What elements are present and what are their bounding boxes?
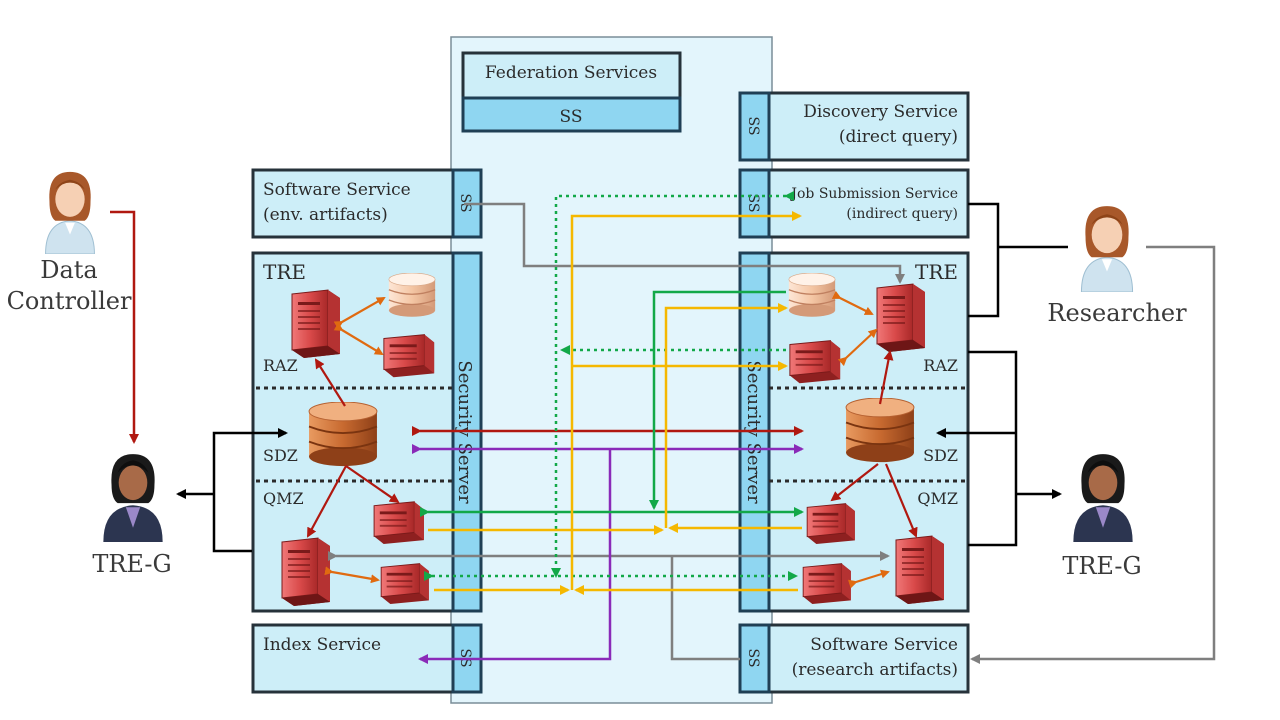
tre-g-left-label: TRE-G [92, 550, 171, 578]
left-raz-label: RAZ [263, 356, 298, 375]
right-sdz-to-qmz-small-arrow [830, 463, 879, 502]
left-sdz-to-raz-arrow [314, 358, 346, 407]
federation-ss-label: SS [560, 107, 583, 127]
left-treg-to-sdz-arrow [212, 428, 288, 553]
left-software-service-box [251, 168, 483, 239]
right-software-service-line2: (research artifacts) [792, 660, 958, 680]
left-qmz-small-server-icon [373, 501, 425, 544]
right-qmz-server-icon [895, 535, 945, 604]
right-qmz-small-server2-icon [802, 563, 852, 604]
right-discovery-service-line2: (direct query) [839, 127, 958, 147]
federation-ss-bar [461, 96, 682, 133]
right-raz-server-icon [876, 283, 926, 352]
right-raz-db-icon [788, 273, 836, 318]
right-sdz-to-qmz-arrow [884, 463, 918, 538]
right-software-service-line1: Software Service [810, 635, 958, 655]
right-sdz-to-raz-arrow [878, 350, 894, 405]
right-qmz-small-server-icon [806, 503, 856, 544]
left-tre-title: TRE [263, 260, 306, 284]
right-sdz-label: SDZ [923, 446, 958, 465]
left-sdz-to-qmz-arrow [307, 465, 347, 538]
left-qmz-server-icon [281, 537, 331, 606]
left-sdz-db-icon [308, 402, 378, 468]
right-job-submission-box [738, 168, 970, 239]
left-software-service-line2: (env. artifacts) [263, 205, 388, 225]
left-index-service-title: Index Service [263, 635, 381, 655]
right-treg-bracket [968, 350, 1018, 547]
software-env-gray-flow [464, 202, 905, 284]
right-discovery-service-box [738, 91, 970, 162]
job-yellow-flow [570, 211, 802, 590]
right-qmz-orange-flow [847, 569, 890, 589]
researcher-person-icon [1080, 205, 1134, 292]
left-raz-server-orange-flow [333, 322, 384, 356]
right-job-submission-line2: (indirect query) [846, 206, 958, 222]
right-qmz-label: QMZ [917, 489, 958, 508]
right-discovery-ss-label: SS [745, 117, 761, 136]
right-software-service-box [738, 623, 970, 694]
left-sdz-to-qmz-small-arrow [345, 465, 400, 504]
data-controller-label-line1: Data [40, 256, 98, 284]
tre-g-right-person-icon [1073, 454, 1133, 542]
right-tre-title: TRE [915, 260, 958, 284]
researcher-label: Researcher [1047, 299, 1187, 327]
right-discovery-ss-bar [738, 91, 771, 162]
data-controller-person-icon [45, 171, 95, 254]
tre-g-right-label: TRE-G [1062, 552, 1141, 580]
left-raz-db-orange-flow [333, 297, 386, 330]
right-software-ss-label: SS [745, 649, 761, 668]
federation-services-title: Federation Services [485, 63, 657, 83]
left-raz-db-icon [388, 273, 436, 318]
left-raz-small-server-icon [383, 334, 435, 378]
right-raz-small-server-icon [789, 340, 841, 384]
federation-column [450, 36, 773, 704]
job-green-dotted-flow [551, 191, 794, 578]
right-raz-server-orange-flow [837, 328, 878, 367]
right-software-ss-bar [738, 623, 771, 694]
left-sdz-label: SDZ [263, 446, 298, 465]
right-raz-db-orange-flow [831, 290, 874, 315]
left-software-service-line1: Software Service [263, 180, 411, 200]
right-job-submission-line1: Job Submission Service [789, 186, 958, 202]
left-qmz-label: QMZ [263, 489, 304, 508]
right-job-submission-ss-label: SS [745, 194, 761, 213]
right-sdz-db-icon [845, 398, 915, 464]
researcher-software-gray-flow [970, 245, 1216, 664]
right-discovery-service-line1: Discovery Service [803, 102, 958, 122]
data-controller-arrow [110, 210, 139, 444]
data-controller-label-line2: Controller [7, 287, 132, 315]
tre-g-left-person-icon [103, 454, 163, 542]
researcher-bracket [968, 202, 1000, 318]
left-qmz-orange-flow [324, 566, 380, 584]
raz-db-yellow-flow [664, 303, 788, 528]
left-raz-server-icon [291, 289, 341, 358]
right-raz-label: RAZ [923, 356, 958, 375]
left-qmz-small-server2-icon [380, 563, 430, 604]
